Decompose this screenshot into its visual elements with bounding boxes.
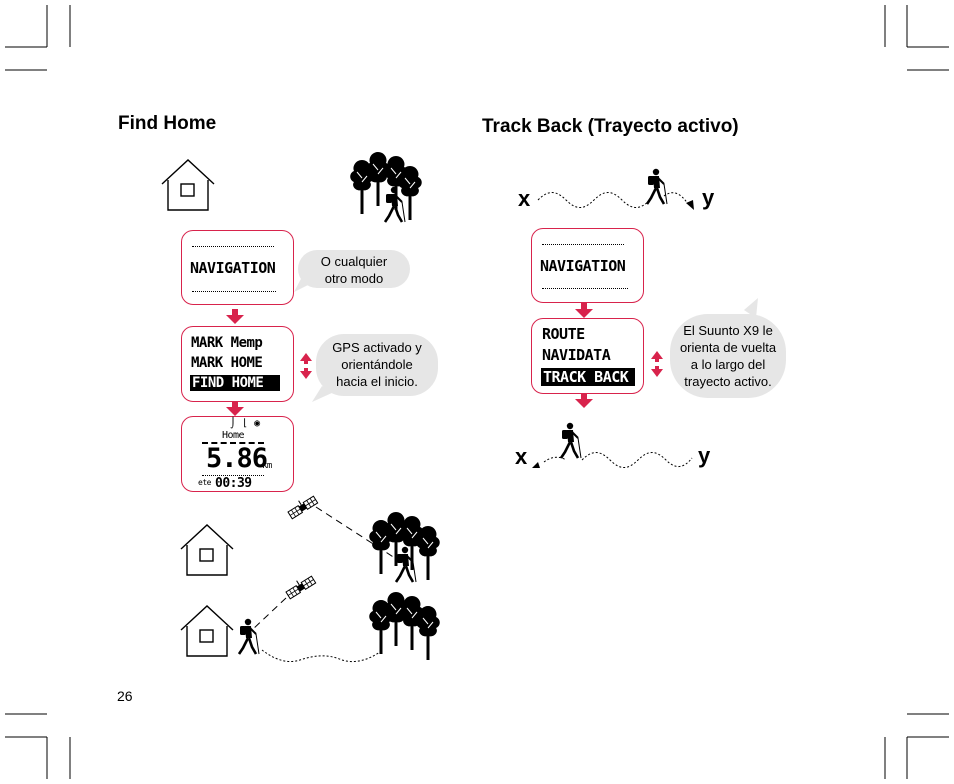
menu-item: ROUTE xyxy=(542,325,585,343)
down-arrow-icon xyxy=(575,393,593,408)
menu-item-selected: FIND HOME xyxy=(190,375,280,391)
callout-other-mode: O cualquier otro modo xyxy=(298,250,410,288)
down-arrow-icon xyxy=(226,401,244,416)
satellite-icon xyxy=(283,572,317,600)
down-arrow-icon xyxy=(226,309,244,324)
up-down-arrow-icon xyxy=(300,353,312,379)
dotted-line xyxy=(542,244,624,245)
path-start-label: x xyxy=(518,186,531,211)
house-icon xyxy=(161,159,215,211)
callout-gps-activated: GPS activado y orientándole hacia el ini… xyxy=(316,334,438,396)
dotted-line xyxy=(202,475,264,476)
screen-label: NAVIGATION xyxy=(540,257,626,275)
eta-value: 00:39 xyxy=(215,476,252,491)
eta-label: ete xyxy=(198,478,211,487)
path-end-label: y xyxy=(702,185,715,210)
watch-screen-menu: ROUTE NAVIDATA TRACK BACK xyxy=(531,318,644,394)
house-icon xyxy=(180,605,234,657)
crop-marks xyxy=(5,5,949,779)
hiker-icon xyxy=(645,167,669,206)
dotted-line xyxy=(192,291,276,292)
path-start-label: x xyxy=(515,444,528,469)
watch-screen-menu: MARK Memp MARK HOME FIND HOME xyxy=(181,326,294,402)
track-back-heading: Track Back (Trayecto activo) xyxy=(482,116,739,137)
watch-screen-navigation: NAVIGATION xyxy=(531,228,644,303)
screen-label: NAVIGATION xyxy=(190,259,276,277)
callout-track-back: El Suunto X9 le orienta de vuelta a lo l… xyxy=(670,314,786,398)
progress-bar xyxy=(202,442,264,444)
menu-item-selected: TRACK BACK xyxy=(541,368,635,386)
dotted-line xyxy=(542,288,628,289)
satellite-icon xyxy=(285,492,319,520)
target-name: Home xyxy=(222,430,245,441)
down-arrow-icon xyxy=(575,303,593,318)
distance-value: 5.86 xyxy=(206,443,268,474)
dotted-line xyxy=(192,246,274,247)
up-down-arrow-icon xyxy=(651,351,663,377)
watch-screen-find-home: ⌡ ⌊ ◉ Home 5.86 km ete 00:39 xyxy=(181,416,294,492)
menu-item: MARK HOME xyxy=(191,355,263,371)
distance-unit: km xyxy=(262,461,272,471)
trees-icon xyxy=(349,151,423,221)
hiker-icon xyxy=(237,617,261,656)
hiker-icon xyxy=(559,421,583,460)
path-end-label: y xyxy=(698,443,711,468)
trees-icon xyxy=(368,591,441,661)
menu-item: NAVIDATA xyxy=(542,346,611,364)
find-home-heading: Find Home xyxy=(118,113,217,134)
status-icons: ⌡ ⌊ ◉ xyxy=(230,418,261,429)
menu-item: MARK Memp xyxy=(191,335,263,351)
page-number: 26 xyxy=(117,688,133,704)
house-icon xyxy=(180,524,234,576)
watch-screen-navigation: NAVIGATION xyxy=(181,230,294,305)
